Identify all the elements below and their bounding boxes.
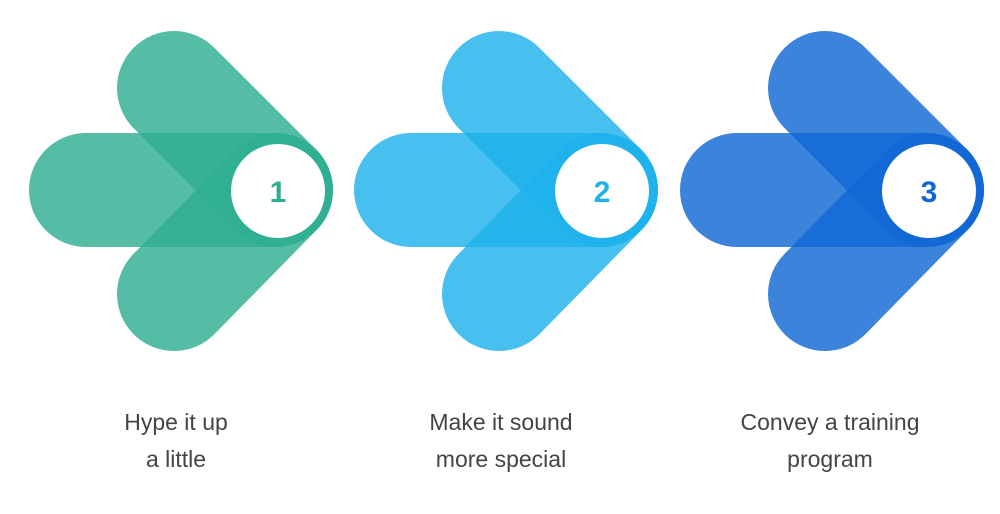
step-3-label: Convey a training program [700, 404, 960, 478]
step-1-number: 1 [270, 176, 287, 209]
step-2-label-line2: more special [435, 446, 567, 472]
step-3-number-badge [882, 144, 976, 238]
step-1-label-line2: a little [145, 446, 207, 472]
step-2-label-line1: Make it sound [429, 409, 573, 435]
step-1-number-badge [231, 144, 325, 238]
step-3-label-line2: program [787, 446, 873, 472]
step-3-label-line1: Convey a training [740, 409, 920, 435]
step-3-arrow: 3 [680, 31, 984, 351]
step-2-number: 2 [594, 176, 611, 209]
step-2-label: Make it sound more special [371, 404, 631, 478]
step-1-label: Hype it up a little [46, 404, 306, 478]
step-1-label-line1: Hype it up [124, 409, 228, 435]
step-2-arrow: 2 [354, 31, 658, 351]
step-2-number-badge [555, 144, 649, 238]
step-1-arrow: 1 [29, 31, 333, 351]
step-3-number: 3 [921, 176, 938, 209]
